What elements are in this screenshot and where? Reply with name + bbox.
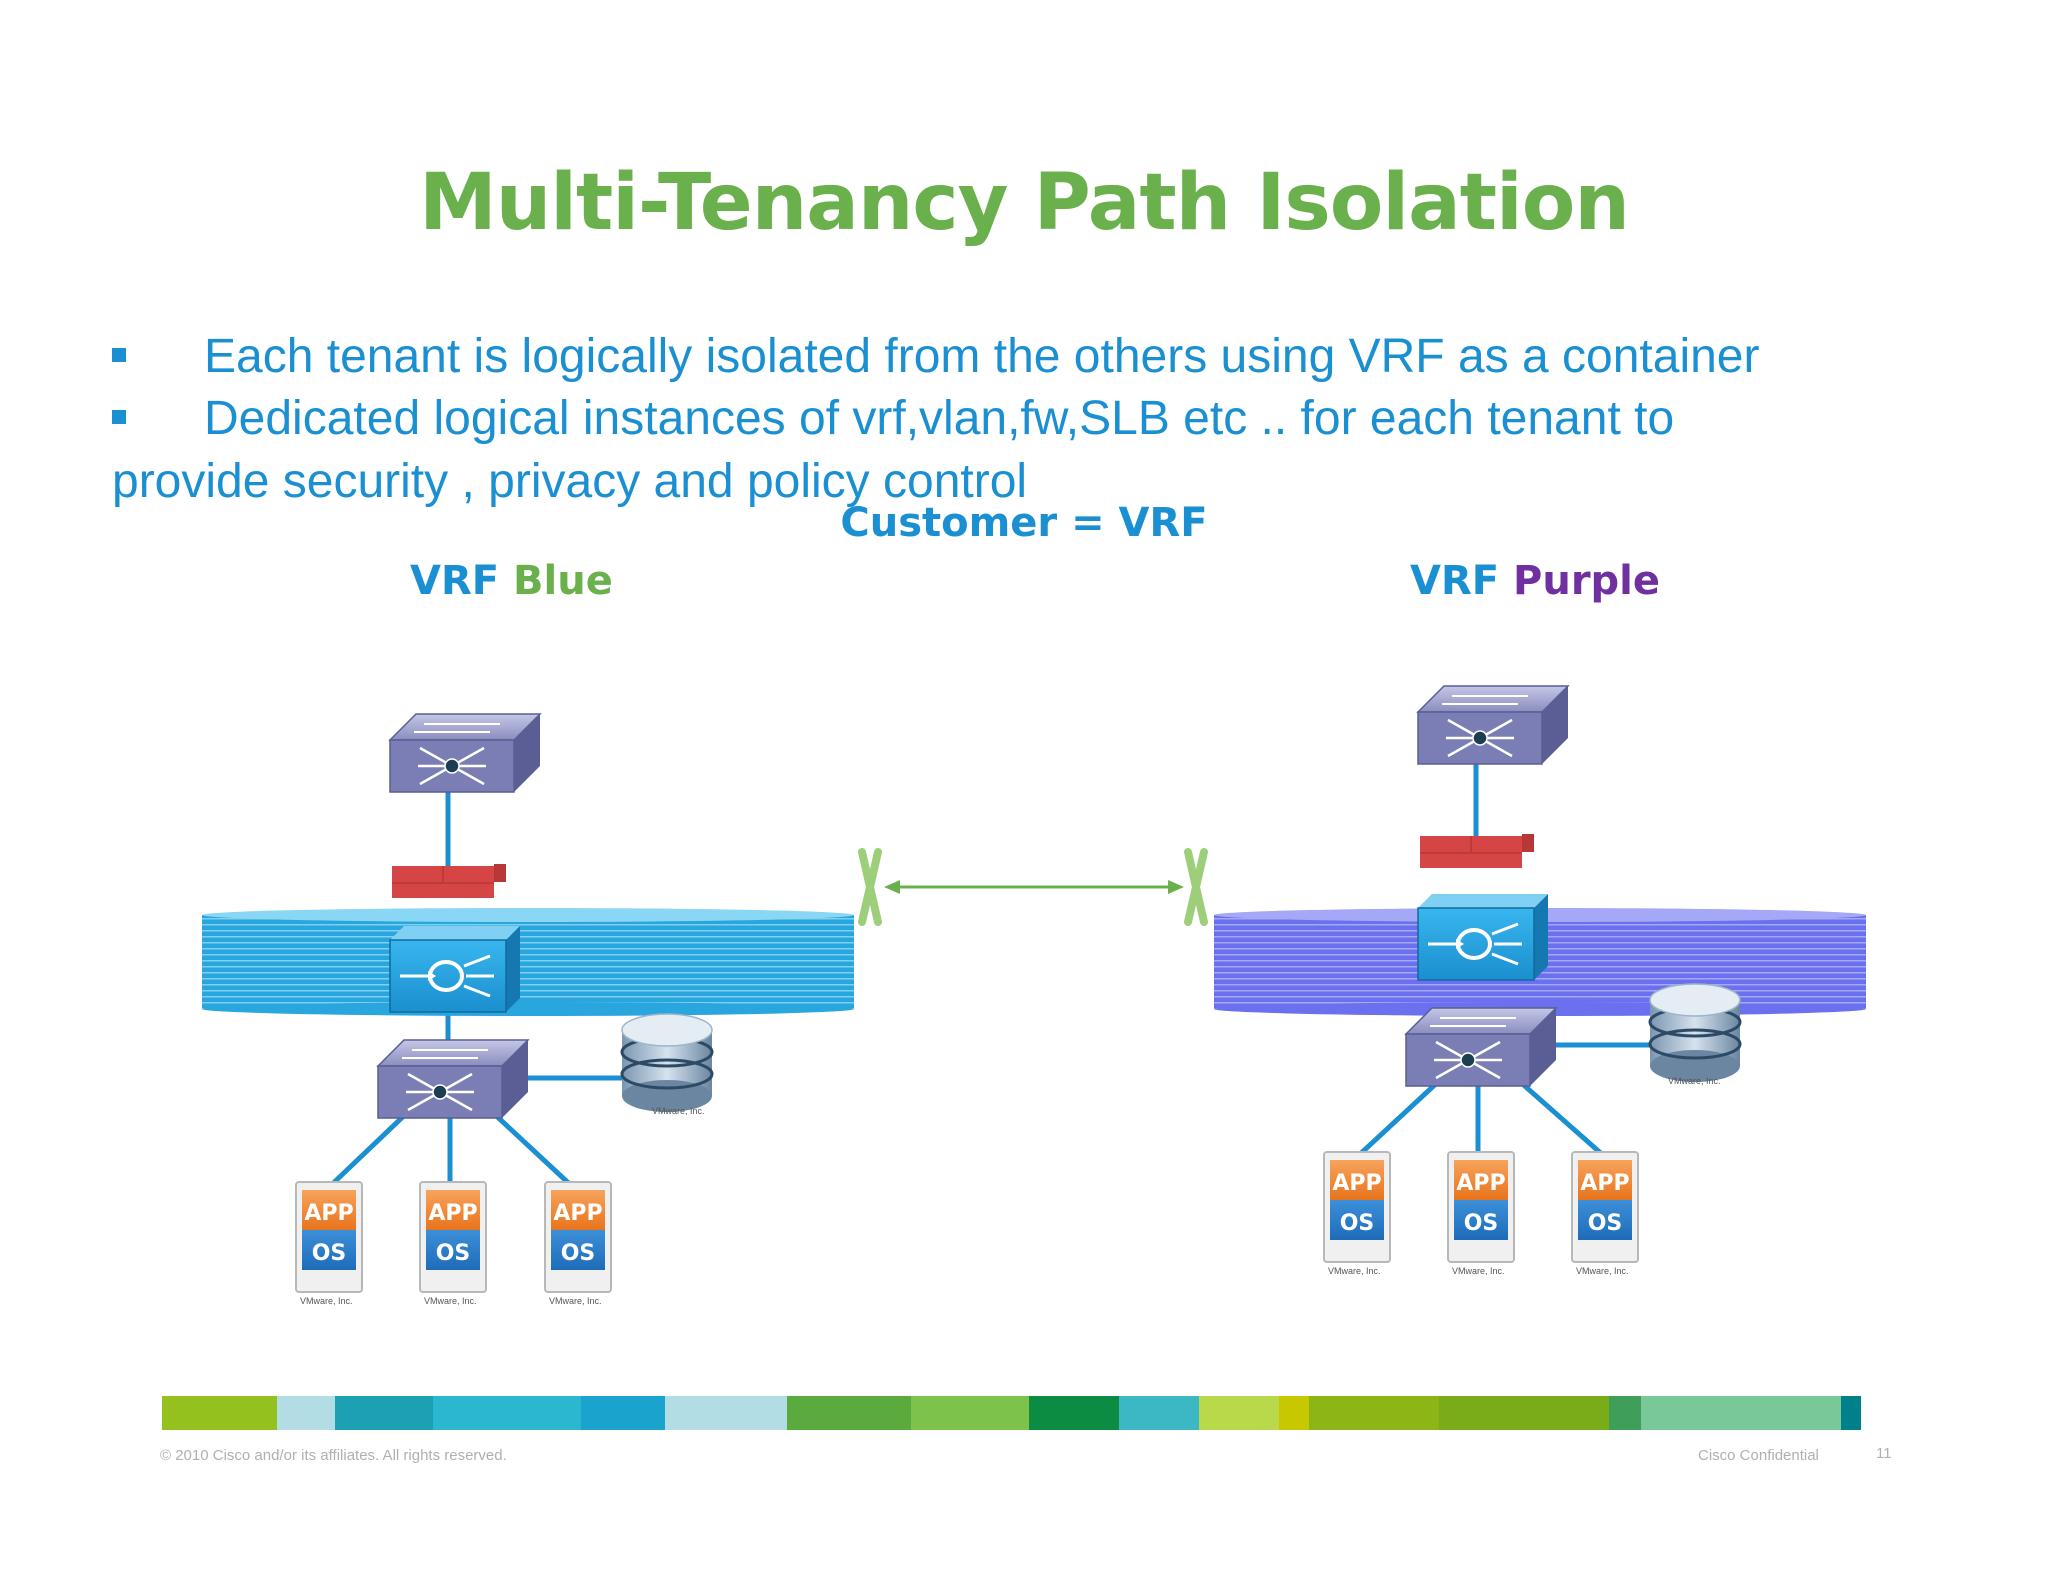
- customer-vrf-label: Customer = VRF: [840, 500, 1208, 546]
- isolation-indicator: [858, 848, 1208, 926]
- color-bar-segment: [1439, 1396, 1609, 1430]
- bullet-square-icon: [112, 348, 126, 363]
- server-vendor-label: VMware, Inc.: [1576, 1266, 1629, 1276]
- color-bar-segment: [911, 1396, 1029, 1430]
- bullet-square-icon: [112, 410, 126, 425]
- server-vm: APP OS VMware, Inc.: [1447, 1151, 1515, 1276]
- color-bar-segment: [1119, 1396, 1199, 1430]
- color-bar-segment: [787, 1396, 911, 1430]
- app-label: APP: [1456, 1171, 1505, 1196]
- isolation-x-icon: [858, 848, 882, 926]
- server-vm: APP OS VMware, Inc.: [295, 1181, 363, 1306]
- firewall-icon: [1420, 834, 1534, 868]
- color-bar-segment: [1199, 1396, 1279, 1430]
- server-icon: [544, 1181, 612, 1293]
- arrow-head-right-icon: [1168, 880, 1184, 894]
- server-vendor-label: VMware, Inc.: [549, 1296, 602, 1306]
- color-bar-segment: [1309, 1396, 1439, 1430]
- vrf-prefix: VRF: [1410, 558, 1500, 604]
- server-vm: APP OS VMware, Inc.: [419, 1181, 487, 1306]
- server-vendor-label: VMware, Inc.: [300, 1296, 353, 1306]
- vrf-name: Purple: [1513, 558, 1661, 604]
- color-bar-segment: [581, 1396, 665, 1430]
- bullet-item: Dedicated logical instances of vrf,vlan,…: [112, 388, 1674, 450]
- color-bar-segment: [1641, 1396, 1841, 1430]
- arrow-head-left-icon: [884, 880, 900, 894]
- server-icon: [295, 1181, 363, 1293]
- color-bar-segment: [335, 1396, 433, 1430]
- server-vm: APP OS VMware, Inc.: [1323, 1151, 1391, 1276]
- server-icon: [1447, 1151, 1515, 1263]
- color-bar-segment: [1029, 1396, 1119, 1430]
- server-vendor-label: VMware, Inc.: [424, 1296, 477, 1306]
- app-label: APP: [428, 1201, 477, 1226]
- link-line: [1516, 1078, 1606, 1158]
- storage-vendor-label: VMware, Inc.: [652, 1106, 705, 1116]
- server-vm: APP OS VMware, Inc.: [544, 1181, 612, 1306]
- vrf-blue-disk: [202, 908, 854, 1016]
- link-line: [488, 1108, 578, 1192]
- color-bar-segment: [1609, 1396, 1641, 1430]
- os-label: OS: [1464, 1211, 1499, 1236]
- core-switch-icon: [1416, 684, 1570, 766]
- os-label: OS: [1588, 1211, 1623, 1236]
- color-bar-segment: [433, 1396, 581, 1430]
- access-switch-icon: [376, 1038, 530, 1120]
- bullet-text: Dedicated logical instances of vrf,vlan,…: [204, 392, 1675, 445]
- vrf-purple-label: VRF Purple: [1410, 558, 1660, 604]
- vrf-purple-group: VMware, Inc. APP OS VMware, Inc. APP OS …: [1214, 684, 1866, 1276]
- link-line: [324, 1108, 412, 1192]
- load-balancer-icon: [1416, 892, 1550, 982]
- color-bar-segment: [665, 1396, 787, 1430]
- bullet-item: Each tenant is logically isolated from t…: [112, 326, 1759, 388]
- app-label: APP: [1580, 1171, 1629, 1196]
- bullet-text: Each tenant is logically isolated from t…: [204, 330, 1760, 383]
- server-icon: [1571, 1151, 1639, 1263]
- slide-title: Multi-Tenancy Path Isolation: [419, 158, 1630, 248]
- app-label: APP: [304, 1201, 353, 1226]
- footer-confidential: Cisco Confidential: [1698, 1447, 1819, 1464]
- link-line: [1356, 1078, 1442, 1158]
- color-bar-segment: [1279, 1396, 1309, 1430]
- firewall-icon: [392, 864, 506, 898]
- app-label: APP: [1332, 1171, 1381, 1196]
- core-switch-icon: [388, 712, 542, 794]
- vrf-blue-label: VRF Blue: [410, 558, 613, 604]
- vrf-name: Blue: [513, 558, 613, 604]
- vrf-blue-group: VMware, Inc. APP OS VMware, Inc. APP OS …: [202, 712, 854, 1306]
- bullet-continuation: provide security , privacy and policy co…: [112, 455, 1028, 508]
- server-vendor-label: VMware, Inc.: [1328, 1266, 1381, 1276]
- color-bar-segment: [162, 1396, 277, 1430]
- server-icon: [1323, 1151, 1391, 1263]
- footer-color-bar: [162, 1396, 1892, 1430]
- storage-vendor-label: VMware, Inc.: [1668, 1076, 1721, 1086]
- os-label: OS: [312, 1241, 347, 1266]
- isolation-x-icon: [1184, 848, 1208, 926]
- server-vm: APP OS VMware, Inc.: [1571, 1151, 1639, 1276]
- color-bar-segment: [1841, 1396, 1861, 1430]
- vrf-prefix: VRF: [410, 558, 500, 604]
- os-label: OS: [561, 1241, 596, 1266]
- os-label: OS: [1340, 1211, 1375, 1236]
- os-label: OS: [436, 1241, 471, 1266]
- load-balancer-icon: [388, 924, 522, 1014]
- storage-icon: [1648, 982, 1742, 1084]
- storage-icon: [620, 1012, 714, 1114]
- server-icon: [419, 1181, 487, 1293]
- app-label: APP: [553, 1201, 602, 1226]
- server-vendor-label: VMware, Inc.: [1452, 1266, 1505, 1276]
- color-bar-segment: [277, 1396, 335, 1430]
- footer-copyright: © 2010 Cisco and/or its affiliates. All …: [160, 1447, 507, 1464]
- page-number: 11: [1876, 1445, 1892, 1462]
- access-switch-icon: [1404, 1006, 1558, 1088]
